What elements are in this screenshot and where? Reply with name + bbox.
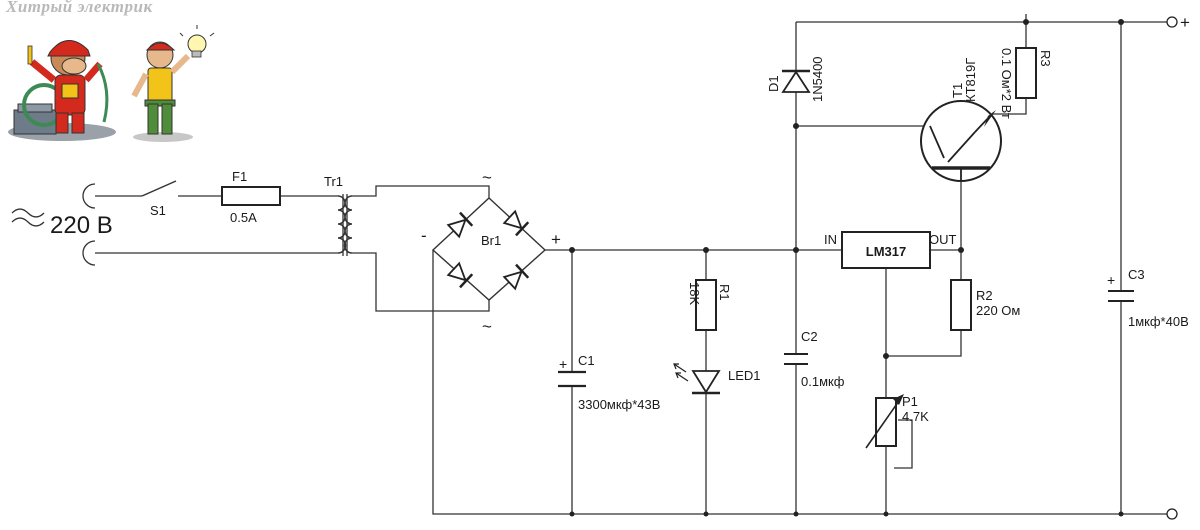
r1-ref: R1 bbox=[717, 284, 732, 301]
regulator-out-label: OUT bbox=[929, 232, 957, 247]
c3-plus: + bbox=[1107, 272, 1115, 288]
junction-dots bbox=[569, 19, 1124, 517]
diode-d1: D1 1N5400 bbox=[766, 56, 825, 102]
output-minus-terminal bbox=[1166, 508, 1178, 520]
electrician-mascot-icon bbox=[8, 40, 116, 141]
bridge-diode-icon bbox=[502, 209, 530, 237]
r3-value: 0.1 Ом*2 Вт bbox=[999, 48, 1014, 119]
t1-part: КТ819Г bbox=[963, 58, 978, 102]
f1-rating: 0.5A bbox=[230, 210, 257, 225]
ac-wave-icon bbox=[11, 208, 45, 218]
s1-ref: S1 bbox=[150, 203, 166, 218]
watermark-text: Хитрый электрик bbox=[6, 0, 153, 16]
c2-ref: C2 bbox=[801, 329, 818, 344]
ac-wave-icon bbox=[11, 217, 45, 227]
c1-plus: + bbox=[559, 356, 567, 372]
resistor-r3: R3 0.1 Ом*2 Вт bbox=[999, 47, 1053, 119]
light-arrows-icon bbox=[673, 363, 689, 382]
regulator-lm317: LM317 IN OUT bbox=[824, 231, 957, 269]
regulator-part: LM317 bbox=[866, 244, 906, 259]
diode-bridge-br1: Br1 + - ~ ~ bbox=[421, 168, 561, 336]
switch-s1: S1 bbox=[141, 180, 177, 218]
r2-ref: R2 bbox=[976, 288, 993, 303]
capacitor-c2: C2 0.1мкф bbox=[784, 329, 845, 389]
adjust-arrow-icon bbox=[893, 394, 904, 405]
c1-ref: C1 bbox=[578, 353, 595, 368]
r1-value: 18K bbox=[687, 282, 702, 305]
fuse-f1: F1 0.5A bbox=[221, 169, 281, 225]
resistor-r2: R2 220 Ом bbox=[950, 279, 1020, 331]
bridge-minus: - bbox=[421, 226, 427, 245]
resistor-r1: R1 18K bbox=[687, 279, 732, 331]
potentiometer-p1: P1 4.7K bbox=[865, 394, 929, 449]
bridge-plus: + bbox=[551, 230, 561, 249]
r2-value: 220 Ом bbox=[976, 303, 1020, 318]
p1-ref: P1 bbox=[902, 394, 918, 409]
bridge-diode-icon bbox=[502, 263, 530, 291]
output-plus-label: + bbox=[1180, 13, 1190, 32]
capacitor-c1: C1 + 3300мкф*43В bbox=[558, 353, 660, 412]
f1-ref: F1 bbox=[232, 169, 247, 184]
bridge-ac-bottom: ~ bbox=[482, 317, 492, 336]
output-plus-terminal bbox=[1166, 16, 1178, 28]
c3-value: 1мкф*40В bbox=[1128, 314, 1189, 329]
t1-ref: T1 bbox=[950, 83, 965, 98]
bridge-ac-top: ~ bbox=[482, 168, 492, 187]
transformer-tr1: Tr1 bbox=[324, 174, 353, 256]
d1-part: 1N5400 bbox=[810, 56, 825, 102]
bridge-diode-icon bbox=[446, 261, 474, 289]
capacitor-c3: + C3 1мкф*40В bbox=[1107, 267, 1189, 329]
output-terminals: + bbox=[1166, 13, 1190, 520]
mains-source: 220 В bbox=[11, 183, 113, 266]
br1-ref: Br1 bbox=[481, 233, 501, 248]
c1-value: 3300мкф*43В bbox=[578, 397, 660, 412]
electrician-with-bulb-icon bbox=[131, 25, 215, 142]
c3-ref: C3 bbox=[1128, 267, 1145, 282]
regulator-in-label: IN bbox=[824, 232, 837, 247]
bridge-diode-icon bbox=[446, 211, 474, 239]
tr1-ref: Tr1 bbox=[324, 174, 343, 189]
led1-ref: LED1 bbox=[728, 368, 761, 383]
d1-ref: D1 bbox=[766, 75, 781, 92]
r3-ref: R3 bbox=[1038, 50, 1053, 67]
mains-voltage-label: 220 В bbox=[50, 212, 113, 239]
c2-value: 0.1мкф bbox=[801, 374, 845, 389]
wiring bbox=[95, 14, 1170, 515]
led-led1: LED1 bbox=[673, 363, 761, 395]
emitter-arrow-icon bbox=[984, 110, 996, 127]
p1-value: 4.7K bbox=[902, 409, 929, 424]
transistor-t1: T1 КТ819Г bbox=[920, 58, 1002, 182]
